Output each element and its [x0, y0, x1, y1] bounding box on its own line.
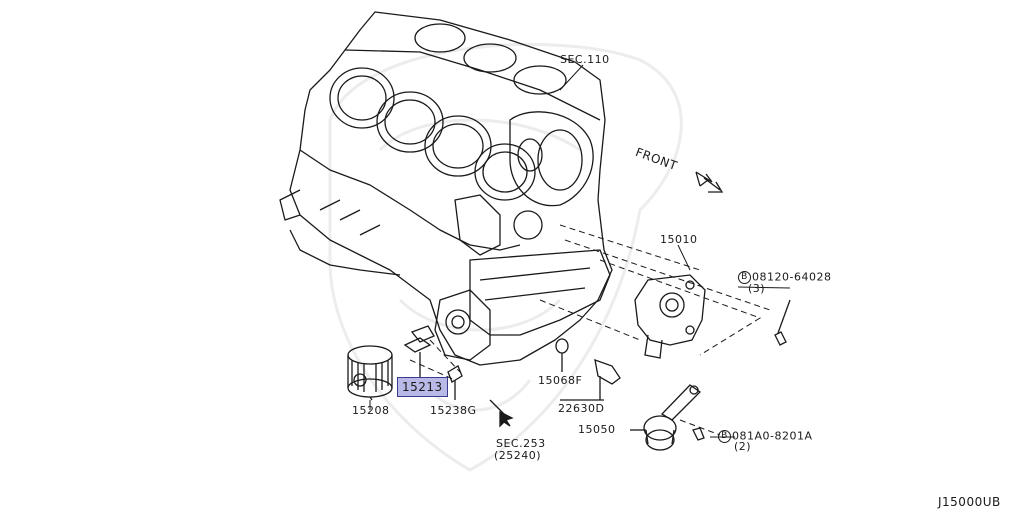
- label-part-15068f[interactable]: 15068F: [538, 374, 583, 387]
- oil-strainer: [630, 384, 705, 451]
- bolt-part-number: 08120-64028: [752, 270, 832, 284]
- connector-15213: [403, 325, 435, 378]
- label-part-15050[interactable]: 15050: [578, 423, 616, 436]
- bolt-08120: [774, 299, 791, 346]
- label-part-15010[interactable]: 15010: [660, 233, 698, 246]
- oil-filter: [347, 345, 393, 401]
- label-bolt-08120-qty: (3): [748, 282, 766, 295]
- diagram-id: J15000UB: [938, 495, 1001, 509]
- label-part-15238g[interactable]: 15238G: [430, 404, 477, 417]
- label-sec253[interactable]: SEC.253: [496, 437, 546, 450]
- label-part-22630d[interactable]: 22630D: [558, 402, 605, 415]
- label-sec110[interactable]: SEC.110: [560, 53, 610, 66]
- circle-b-icon: B: [738, 271, 751, 284]
- plug-15238g: [447, 365, 463, 400]
- label-part-15213-highlighted[interactable]: 15213: [397, 377, 448, 397]
- engine-block: [279, 11, 613, 366]
- circle-b-icon: B: [718, 430, 731, 443]
- bolt-part-number: 081A0-8201A: [732, 429, 813, 443]
- sec253-arrow: [489, 399, 514, 428]
- label-part-15208[interactable]: 15208: [352, 404, 390, 417]
- front-arrow: [695, 171, 724, 193]
- sensor-parts: [555, 338, 621, 401]
- label-sec253-sub: (25240): [494, 449, 542, 462]
- label-bolt-081a0-qty: (2): [734, 440, 752, 453]
- oil-pump: [634, 274, 706, 359]
